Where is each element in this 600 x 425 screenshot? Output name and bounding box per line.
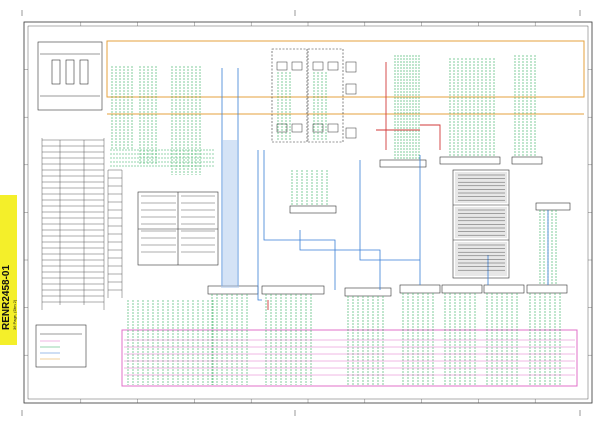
dashed-modules <box>271 48 344 143</box>
central-symbol-table <box>137 191 219 266</box>
pink-wiring <box>124 339 575 376</box>
zone-ticks <box>23 21 593 403</box>
blue-wiring <box>221 68 549 301</box>
document-number-tab <box>0 195 17 345</box>
green-wiring <box>110 55 561 385</box>
top-region-outline <box>106 40 585 98</box>
dark-wiring <box>41 138 505 310</box>
legend-box <box>35 324 87 368</box>
crop-marks <box>21 10 581 416</box>
red-wiring <box>267 62 441 310</box>
module-blocks <box>276 61 357 139</box>
relay-panel <box>37 41 103 111</box>
connector-blocks <box>207 156 571 297</box>
bottom-region-outline <box>121 329 578 387</box>
right-connector-table <box>452 169 510 279</box>
